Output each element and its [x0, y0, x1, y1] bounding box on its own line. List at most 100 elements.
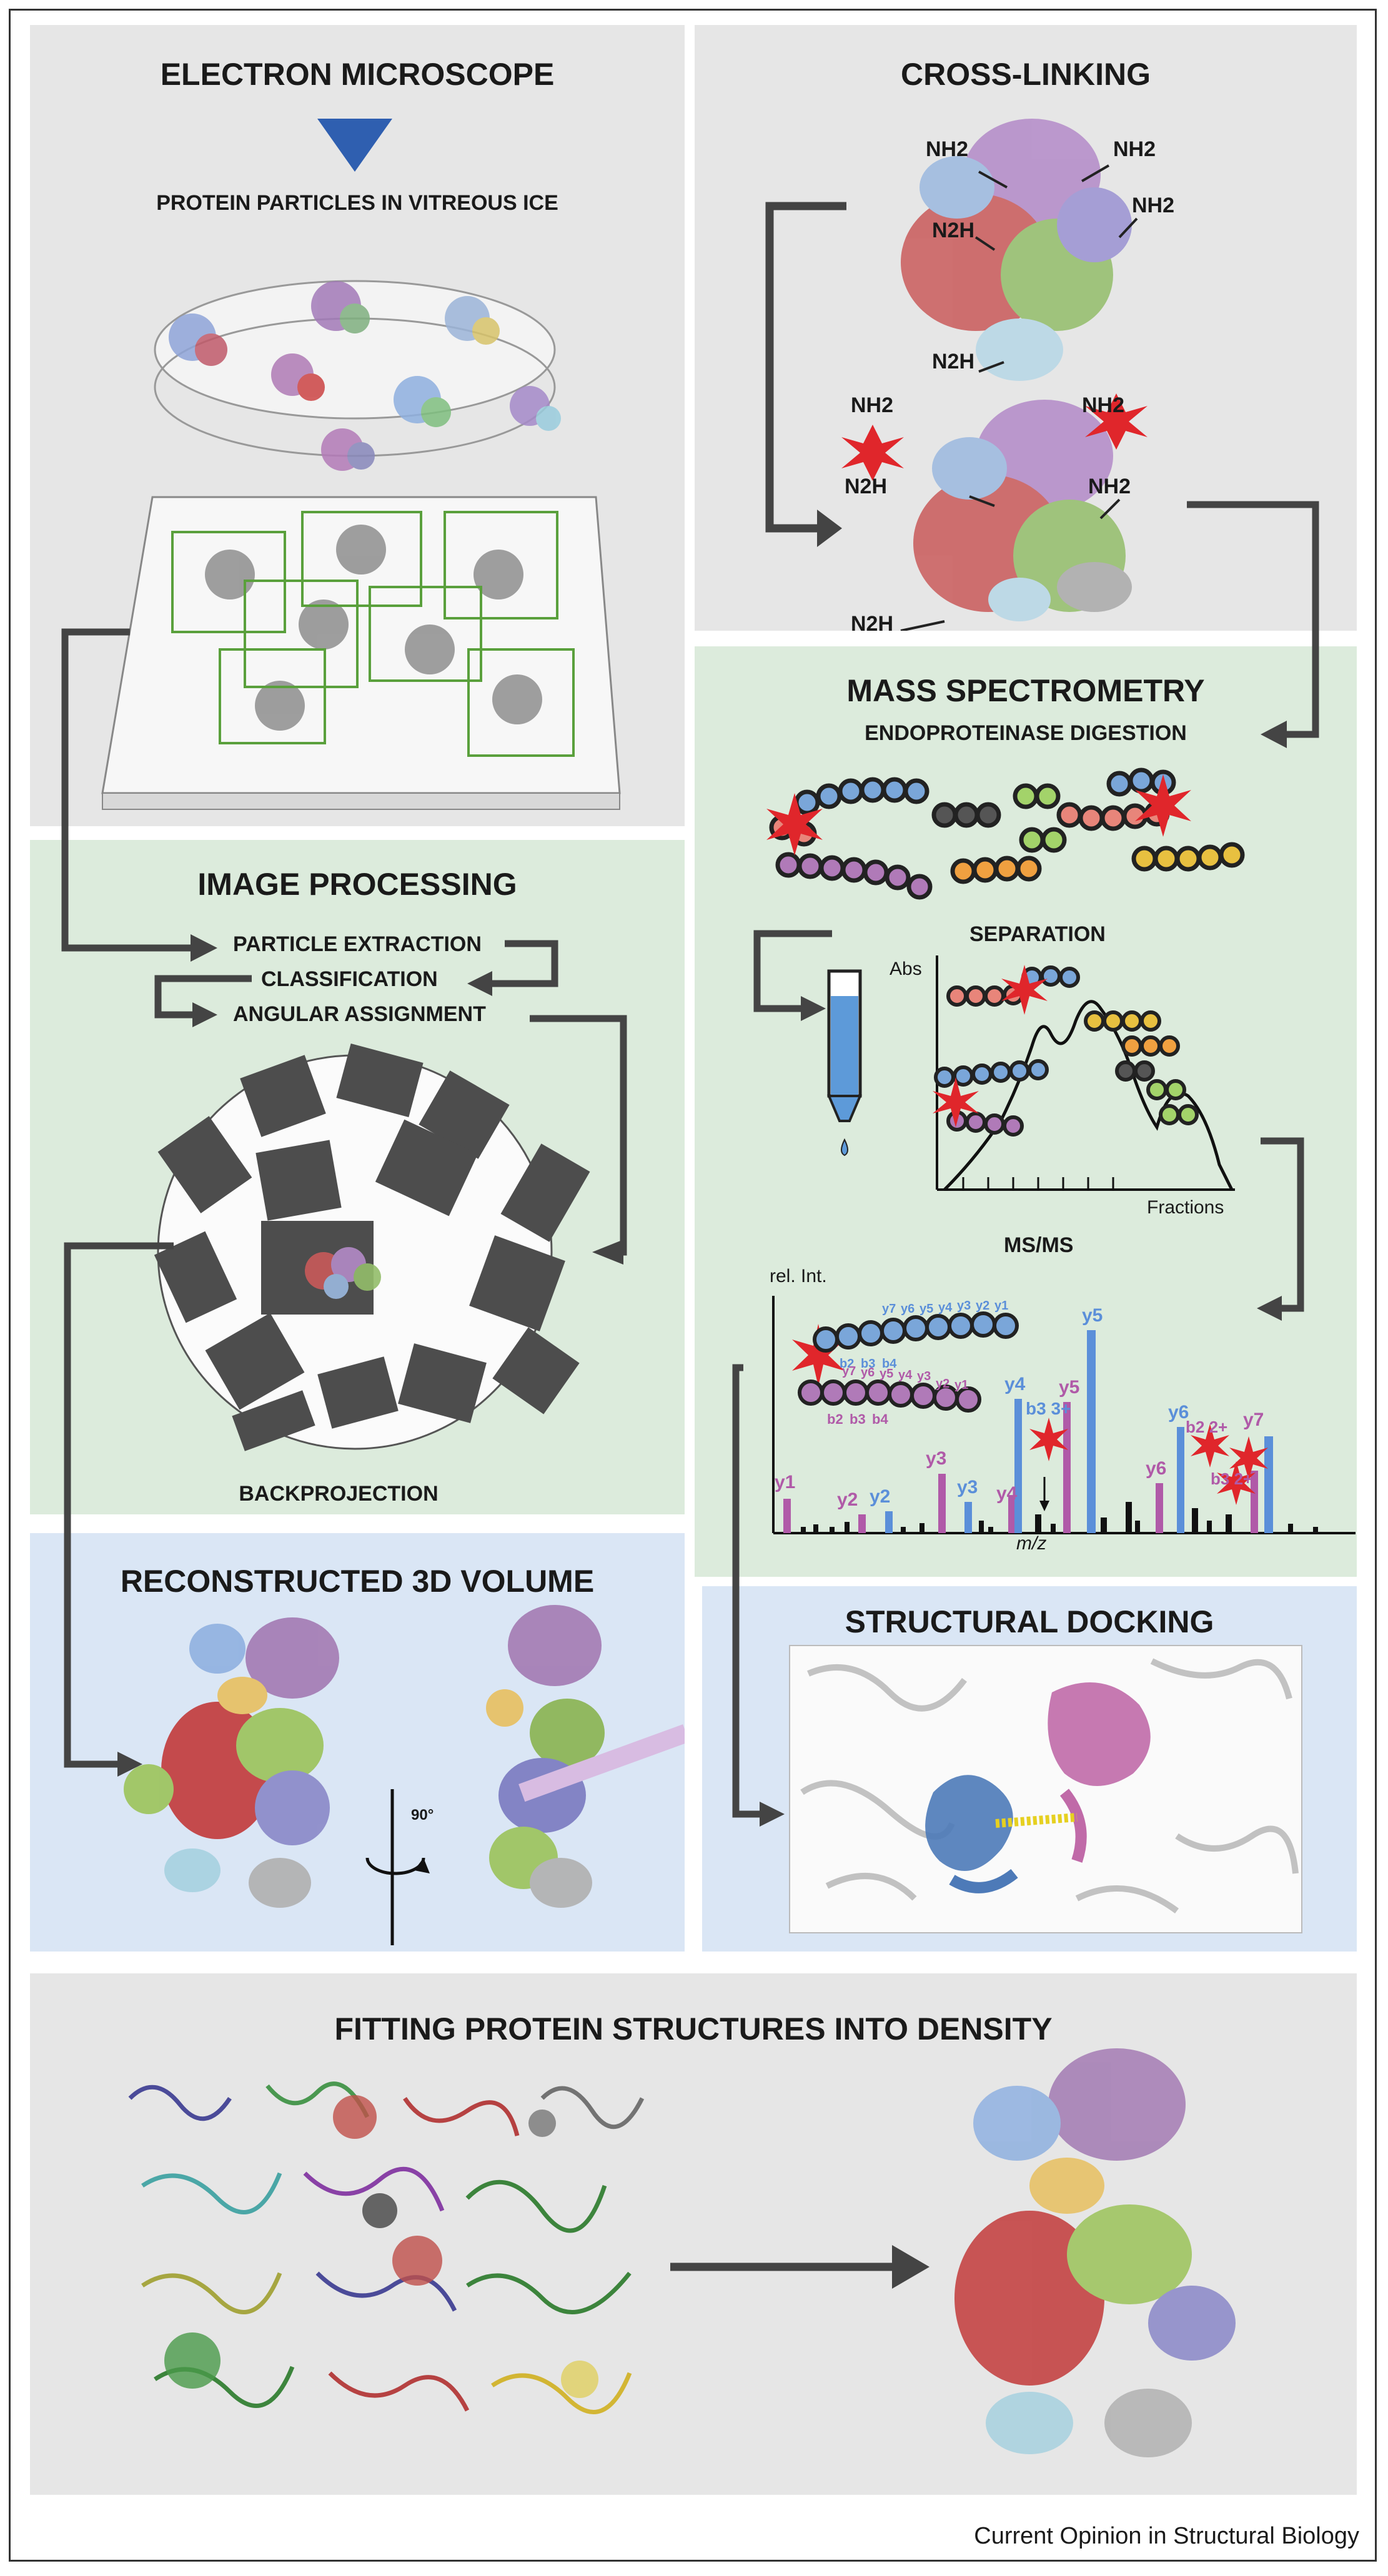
- peak-label: y4: [996, 1483, 1018, 1504]
- fitted-density: [954, 2048, 1236, 2457]
- arrowhead-icon: [592, 1240, 623, 1265]
- crosslink-star-icons: [766, 774, 1191, 856]
- volume-illustration: [124, 1605, 685, 1945]
- label-n2h: N2H: [851, 612, 894, 636]
- volume-side: [486, 1605, 685, 1908]
- arrowhead-icon: [892, 2245, 929, 2289]
- electron-beam-icon: [317, 119, 392, 172]
- label-n2h: N2H: [932, 219, 975, 242]
- fragment-ion-label: y5: [880, 1367, 894, 1381]
- fragment-ion-label: y6: [901, 1302, 915, 1316]
- separation-axis-x: Fractions: [1147, 1197, 1224, 1218]
- fitting-illustration: [128, 2048, 1236, 2457]
- center-volume: [305, 1247, 381, 1299]
- structural-docking-title: STRUCTURAL DOCKING: [845, 1604, 1214, 1639]
- fragment-ion-label: b3: [861, 1357, 876, 1371]
- label-nh2: NH2: [1113, 137, 1156, 161]
- arrowhead-icon: [1257, 1296, 1282, 1321]
- electron-microscope-panel: ELECTRON MICROSCOPE PROTEIN PARTICLES IN…: [30, 25, 685, 826]
- fitting-panel: FITTING PROTEIN STRUCTURES INTO DENSITY: [30, 1973, 1357, 2495]
- footer-credit: Current Opinion in Structural Biology: [974, 2523, 1359, 2549]
- separation-axis-y: Abs: [890, 959, 922, 979]
- fragment-ion-label: b2: [827, 1411, 843, 1427]
- fraction-peptides: [934, 965, 1199, 1137]
- cross-link-flow-arrow: [765, 202, 846, 533]
- arrowhead-icon: [817, 510, 842, 547]
- fragment-ion-label: y7: [842, 1364, 856, 1378]
- cross-linking-title: CROSS-LINKING: [901, 57, 1151, 92]
- fragment-ion-label: b4: [872, 1411, 888, 1427]
- fragment-ion-label: b4: [882, 1357, 897, 1371]
- cross-linking-illustration: [765, 119, 1148, 631]
- separation-label: SEPARATION: [969, 922, 1106, 946]
- fragment-ion-label: y1: [954, 1378, 969, 1392]
- peak-label: y2: [870, 1486, 891, 1507]
- complex-after: [913, 400, 1132, 621]
- mass-spectrometry-panel: MASS SPECTROMETRY ENDOPROTEINASE DIGESTI…: [695, 646, 1357, 1577]
- image-processing-title: IMAGE PROCESSING: [197, 867, 517, 902]
- peak-label: y6: [1168, 1402, 1189, 1423]
- elution-curve: [943, 1000, 1234, 1191]
- peak-label: y3: [957, 1477, 978, 1498]
- reconstructed-volume-panel: RECONSTRUCTED 3D VOLUME 90°: [30, 1533, 685, 1952]
- particle-selection-boxes: [171, 511, 575, 757]
- peptide-chains: [769, 767, 1245, 900]
- reconstructed-title: RECONSTRUCTED 3D VOLUME: [120, 1564, 595, 1599]
- figure-frame: [9, 9, 1377, 2562]
- fragment-ion-label: y5: [920, 1302, 934, 1316]
- pink-domain: [1048, 1682, 1151, 1863]
- electron-microscope-title: ELECTRON MICROSCOPE: [160, 57, 555, 92]
- crosslink-star-icons: [841, 393, 1148, 481]
- microscope-illustration: [101, 119, 621, 810]
- structure-blobs: [164, 2095, 598, 2398]
- msms-spectrum: [772, 1296, 1356, 1534]
- fitting-title: FITTING PROTEIN STRUCTURES INTO DENSITY: [334, 2011, 1053, 2046]
- arrowhead-icon: [192, 1002, 217, 1027]
- volume-front: [124, 1617, 339, 1908]
- peak-label: y4: [1004, 1374, 1026, 1394]
- peak-label: y5: [1082, 1305, 1103, 1326]
- protein-structures: [128, 2081, 645, 2414]
- protein-particles: [169, 281, 561, 471]
- peak-label: y2: [837, 1489, 858, 1510]
- peak-label: y5: [1059, 1377, 1080, 1398]
- label-n2h: N2H: [932, 350, 975, 373]
- fragment-ion-label: y1: [994, 1299, 1009, 1313]
- docking-illustration: [789, 1645, 1302, 1933]
- projection-tiles: [154, 1044, 590, 1451]
- msms-label: MS/MS: [1004, 1233, 1074, 1257]
- rotation-arrow-icon: [365, 1857, 425, 1875]
- step-particle-extraction: PARTICLE EXTRACTION: [233, 932, 482, 956]
- digestion-label: ENDOPROTEINASE DIGESTION: [865, 721, 1187, 745]
- label-nh2: NH2: [926, 137, 969, 161]
- fragment-ion-label: b2: [840, 1357, 855, 1371]
- fragment-ion-label: y6: [861, 1366, 875, 1379]
- blue-domain: [925, 1775, 1018, 1893]
- complex-before: [901, 119, 1132, 381]
- label-nh2: NH2: [1088, 475, 1131, 498]
- droplet-icon: [841, 1138, 848, 1157]
- particle-images: [205, 525, 542, 731]
- peak-label: y3: [926, 1448, 947, 1469]
- fragment-ion-label: y7: [882, 1302, 896, 1316]
- step-angular-assignment: ANGULAR ASSIGNMENT: [233, 1002, 486, 1026]
- docking-image: [789, 1645, 1302, 1933]
- peak-label: b3 2+: [1211, 1469, 1253, 1488]
- peak-label: b3 3+: [1026, 1399, 1071, 1418]
- label-nh2: NH2: [851, 393, 894, 417]
- fragment-ion-label: y3: [917, 1369, 931, 1383]
- cross-linking-panel: CROSS-LINKING: [695, 25, 1357, 636]
- arrowhead-icon: [801, 996, 826, 1021]
- fragment-ion-label: b3: [850, 1411, 866, 1427]
- crosslink-restraint: [995, 1813, 1078, 1828]
- msms-peptides: [798, 1311, 1019, 1413]
- ice-subtitle: PROTEIN PARTICLES IN VITREOUS ICE: [156, 191, 558, 215]
- fragment-ion-label: y4: [898, 1368, 913, 1382]
- fragment-ion-label: y3: [957, 1299, 971, 1313]
- msms-axis-x: m/z: [1016, 1533, 1047, 1554]
- fragment-ion-label: y2: [976, 1299, 990, 1313]
- fragment-ion-label: y2: [936, 1377, 950, 1391]
- label-nh2: NH2: [1082, 393, 1125, 417]
- msms-star-icons: [792, 1324, 1268, 1505]
- mass-spec-illustration: [753, 767, 1356, 1534]
